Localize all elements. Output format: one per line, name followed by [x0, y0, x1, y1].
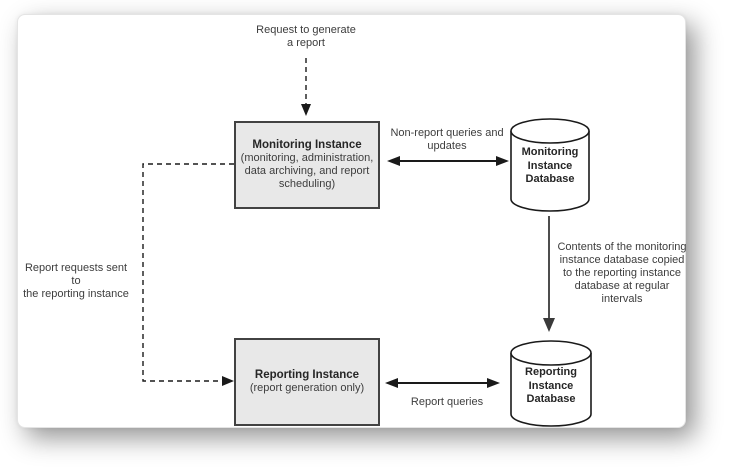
reporting-instance-title: Reporting Instance [254, 369, 360, 381]
monitoring-instance-title: Monitoring Instance [252, 139, 362, 151]
connector-layer [142, 58, 592, 427]
monitoring-database-cylinder [510, 118, 590, 212]
reporting-instance-subtitle: (report generation only) [249, 382, 365, 394]
non-report-queries-label: Non-report queries and updates [390, 127, 504, 152]
report-requests-label: Report requests sent to the reporting in… [23, 262, 129, 300]
monitoring-instance-node: Monitoring Instance (monitoring, adminis… [234, 121, 380, 209]
diagram-card: Request to generate a report Monitoring … [17, 14, 687, 428]
reporting-database-label: Reporting Instance Database [525, 366, 577, 405]
report-queries-arrow [385, 378, 500, 388]
request-label: Request to generate a report [256, 24, 356, 49]
monitoring-database-label: Monitoring Instance Database [521, 146, 579, 185]
monitoring-instance-subtitle: (monitoring, administration, data archiv… [240, 152, 374, 190]
db-copy-arrow [543, 216, 555, 332]
report-requests-dashed-path [142, 163, 234, 386]
request-arrow [301, 58, 311, 116]
reporting-database-cylinder [510, 340, 592, 427]
report-queries-label: Report queries [410, 396, 484, 408]
non-report-queries-arrow [387, 156, 509, 166]
reporting-instance-node: Reporting Instance (report generation on… [234, 338, 380, 426]
db-copy-label: Contents of the monitoring instance data… [557, 241, 687, 305]
